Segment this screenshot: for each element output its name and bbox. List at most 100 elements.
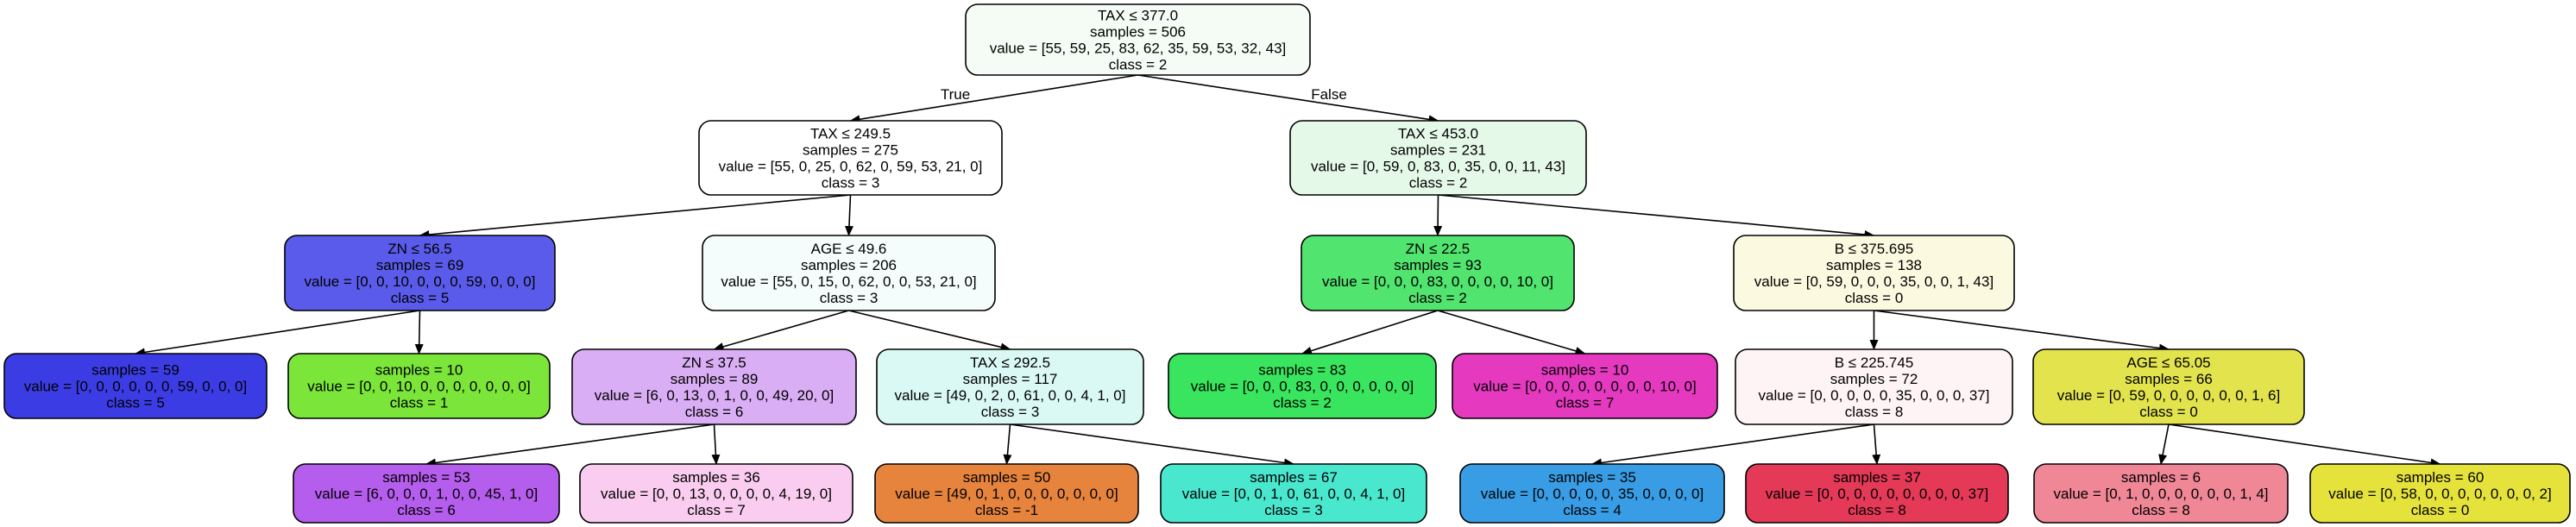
node-text-line: samples = 35 (1548, 469, 1636, 486)
node-text-line: value = [0, 1, 0, 0, 0, 0, 0, 0, 1, 4] (2053, 486, 2268, 502)
node-box (2309, 463, 2571, 524)
node-text-line: value = [55, 0, 15, 0, 62, 0, 0, 53, 21,… (721, 273, 976, 290)
node-box (874, 463, 1139, 524)
node-text-line: value = [0, 0, 0, 0, 0, 35, 0, 0, 0, 0] (1481, 486, 1704, 502)
node-text-line: class = 3 (820, 290, 879, 306)
edge-arrow (1433, 194, 1443, 236)
node-text-line: class = 7 (687, 502, 746, 518)
edge-label-true: True (941, 86, 970, 103)
node-text-line: samples = 83 (1258, 362, 1346, 379)
node-text-line: value = [0, 59, 0, 83, 0, 35, 0, 0, 11, … (1311, 159, 1565, 175)
edge-arrow (1872, 423, 1881, 465)
edge-label-false: False (1311, 86, 1347, 103)
node-box (2033, 463, 2289, 524)
edge-arrow (425, 423, 715, 467)
node-text-line: class = 2 (1273, 395, 1332, 411)
node-text-line: samples = 72 (1830, 371, 1918, 387)
node-text-line: samples = 231 (1390, 142, 1486, 159)
node-text-line: samples = 60 (2396, 469, 2485, 486)
node-box (1745, 463, 2009, 524)
node-text-line: samples = 37 (1833, 469, 1921, 486)
edge-arrow (1301, 310, 1439, 355)
node-text-line: value = [0, 0, 0, 0, 0, 0, 0, 0, 0, 37] (1766, 486, 1988, 502)
node-text-line: samples = 50 (963, 469, 1051, 486)
edge-arrow (849, 74, 1138, 124)
node-text-line: samples = 36 (672, 469, 760, 486)
node-text-line: class = 0 (2139, 404, 2198, 420)
node-text-line: AGE ≤ 65.05 (2126, 354, 2210, 371)
node-box (876, 348, 1144, 425)
node-text-line: samples = 138 (1826, 257, 1922, 273)
node-text-line: class = 0 (2411, 502, 2470, 518)
edge-arrow (414, 310, 424, 354)
node-text-line: samples = 6 (2121, 469, 2201, 486)
node-box (571, 348, 857, 425)
node-text-line: TAX ≤ 453.0 (1398, 126, 1478, 142)
node-text-line: samples = 66 (2125, 371, 2213, 387)
node-text-line: class = 8 (1848, 502, 1906, 518)
edge-arrow (844, 194, 853, 236)
node-text-line: samples = 53 (382, 469, 470, 486)
node-box (1160, 463, 1427, 524)
node-text-line: samples = 206 (801, 257, 897, 273)
node-box (698, 120, 1003, 196)
node-box (1733, 235, 2015, 311)
edge-arrow (1591, 423, 1874, 467)
node-box (579, 463, 853, 524)
node-box (284, 235, 556, 311)
edge-arrow (2158, 423, 2170, 465)
node-text-line: class = 2 (1408, 290, 1467, 306)
node-text-line: class = 3 (822, 175, 880, 191)
node-text-line: class = 0 (1845, 290, 1904, 306)
node-box (1289, 120, 1587, 196)
node-text-line: value = [6, 0, 13, 0, 1, 0, 0, 49, 20, 0… (595, 387, 834, 404)
node-text-line: samples = 67 (1250, 469, 1338, 486)
node-box (965, 3, 1311, 76)
node-text-line: samples = 93 (1394, 257, 1482, 273)
edge-arrow (848, 310, 1011, 352)
node-text-line: value = [0, 0, 10, 0, 0, 0, 0, 0, 0, 0] (307, 379, 530, 395)
node-text-line: value = [6, 0, 0, 0, 1, 0, 0, 45, 1, 0] (315, 486, 538, 502)
node-text-line: TAX ≤ 377.0 (1098, 8, 1178, 24)
node-text-line: class = -1 (975, 502, 1038, 518)
node-text-line: value = [0, 0, 0, 0, 0, 0, 0, 0, 10, 0] (1473, 379, 1696, 395)
node-text-line: value = [55, 59, 25, 83, 62, 35, 59, 53,… (990, 41, 1287, 57)
node-text-line: samples = 89 (671, 371, 759, 387)
node-text-line: value = [0, 0, 0, 83, 0, 0, 0, 0, 10, 0] (1322, 273, 1553, 290)
node-text-line: class = 2 (1109, 57, 1168, 73)
node-text-line: ZN ≤ 56.5 (387, 241, 452, 257)
edge-arrow (419, 194, 851, 239)
edge-arrow (1874, 310, 2170, 353)
node-text-line: samples = 117 (963, 371, 1058, 387)
edge-arrow (1003, 423, 1012, 465)
node-text-line: class = 5 (391, 290, 450, 306)
node-box (1459, 463, 1725, 524)
node-text-line: samples = 10 (375, 362, 463, 379)
node-text-line: class = 2 (1409, 175, 1468, 191)
node-text-line: value = [0, 58, 0, 0, 0, 0, 0, 0, 0, 2] (2328, 486, 2551, 502)
node-text-line: samples = 275 (803, 142, 898, 159)
node-text-line: value = [0, 0, 0, 83, 0, 0, 0, 0, 0, 0] (1191, 379, 1414, 395)
node-text-line: samples = 10 (1541, 362, 1629, 379)
